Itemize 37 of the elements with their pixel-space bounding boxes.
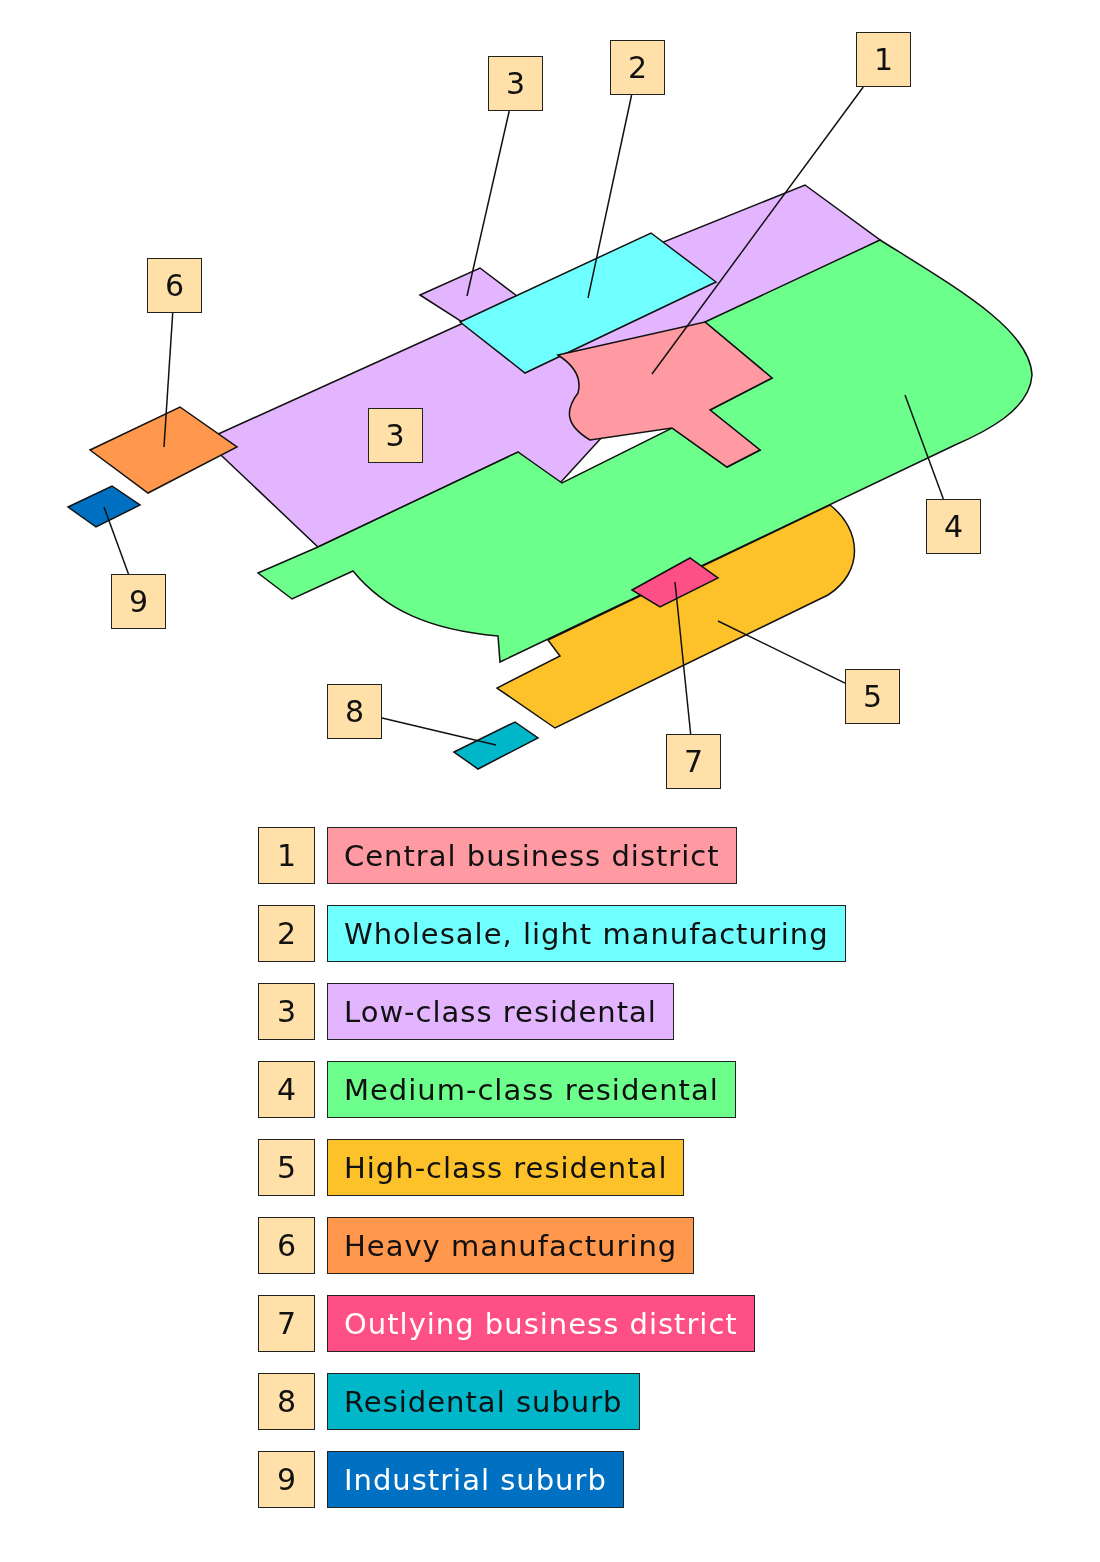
leader-line xyxy=(381,717,497,746)
legend-text: High-class residental xyxy=(344,1150,668,1185)
leader-line xyxy=(717,620,846,684)
key-number: 5 xyxy=(258,1139,315,1196)
leader-line xyxy=(651,86,864,375)
leader-line xyxy=(163,312,174,448)
key-number: 8 xyxy=(258,1373,315,1430)
leader-line xyxy=(587,94,633,299)
legend-text: Outlying business district xyxy=(344,1306,738,1341)
callout-number: 3 xyxy=(367,407,423,463)
callout-number: 1 xyxy=(856,32,911,87)
key-number: 9 xyxy=(258,1451,315,1508)
key-number: 6 xyxy=(258,1217,315,1274)
key-number: 7 xyxy=(258,1295,315,1352)
callout-number: 7 xyxy=(666,734,721,789)
callout-number: 9 xyxy=(111,574,166,629)
leader-line xyxy=(103,506,130,575)
legend-text: Medium-class residental xyxy=(344,1072,719,1107)
key-number: 1 xyxy=(258,827,315,884)
key-number: 2 xyxy=(258,905,315,962)
legend-text: Low-class residental xyxy=(344,994,657,1029)
legend-text: Heavy manufacturing xyxy=(344,1228,678,1263)
legend-text: Residental suburb xyxy=(344,1384,623,1419)
leader-line xyxy=(674,581,692,735)
callout-number: 4 xyxy=(926,499,981,554)
legend-text: Industrial suburb xyxy=(344,1462,607,1497)
callout-number: 3 xyxy=(488,56,543,111)
leader-line xyxy=(466,110,510,297)
legend-text: Wholesale, light manufacturing xyxy=(344,916,829,951)
key-number: 4 xyxy=(258,1061,315,1118)
callout-number: 6 xyxy=(147,258,202,313)
legend-text: Central business district xyxy=(344,838,720,873)
callout-number: 8 xyxy=(327,684,382,739)
callout-number: 5 xyxy=(845,669,900,724)
key-number: 3 xyxy=(258,983,315,1040)
callout-number: 2 xyxy=(610,40,665,95)
leader-line xyxy=(904,394,945,500)
